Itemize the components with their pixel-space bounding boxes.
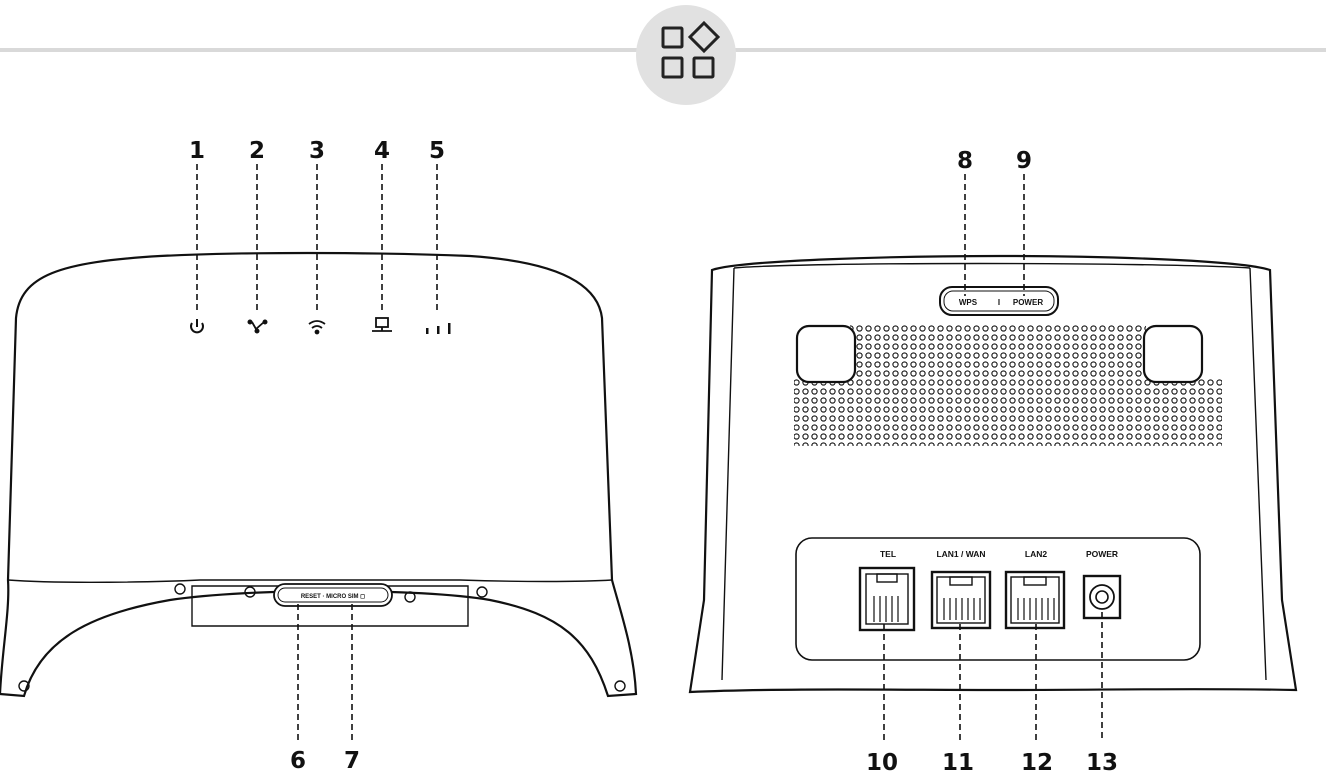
front-body [0, 251, 638, 698]
lan1-port-label: LAN1 / WAN [936, 549, 985, 559]
header [0, 5, 1326, 105]
reset-sim-slot: RESET · MICRO SIM ◻ [273, 583, 393, 607]
front-bottom-lip [7, 579, 613, 584]
back-leader-lines [883, 174, 1103, 742]
reset-sim-slot-label: RESET · MICRO SIM ◻ [301, 594, 365, 600]
lan1-wan-port[interactable] [930, 570, 992, 630]
foot-hole [18, 680, 30, 692]
callout-6: 6 [290, 748, 306, 774]
vent-grille-right-pad [1142, 324, 1204, 384]
callout-10: 10 [866, 750, 898, 776]
back-inner-edge [721, 267, 1267, 681]
network-icon [247, 319, 268, 334]
callout-3: 3 [309, 138, 325, 164]
callout-1: 1 [189, 138, 205, 164]
power-jack[interactable] [1082, 574, 1122, 620]
lan-icon [372, 317, 392, 332]
callout-5: 5 [429, 138, 445, 164]
lan2-port-label: LAN2 [1025, 549, 1047, 559]
screw-hole [476, 586, 488, 598]
wps-power-button[interactable]: WPS I POWER [939, 286, 1059, 316]
wps-label: WPS [959, 298, 978, 307]
tel-port-label: TEL [880, 549, 896, 559]
router-front-view: RESET · MICRO SIM ◻ [0, 251, 638, 698]
back-callouts: 8 9 10 11 12 13 [866, 148, 1118, 776]
router-back-view: WPS I POWER TEL LAN1 / WAN LAN2 POWER [688, 254, 1298, 694]
callout-4: 4 [374, 138, 390, 164]
screw-hole [174, 583, 186, 595]
vent-grille-left-pad [795, 324, 857, 384]
back-top-edge [733, 262, 1251, 269]
button-separator: I [998, 298, 1000, 307]
callout-9: 9 [1016, 148, 1032, 174]
callout-13: 13 [1086, 750, 1118, 776]
callout-11: 11 [942, 750, 974, 776]
power-button-label: POWER [1013, 298, 1043, 307]
callout-8: 8 [957, 148, 973, 174]
lan2-port[interactable] [1004, 570, 1066, 630]
power-port-label: POWER [1086, 549, 1118, 559]
callout-12: 12 [1021, 750, 1053, 776]
widgets-icon [661, 20, 721, 79]
tel-port[interactable] [858, 566, 916, 632]
power-icon [190, 319, 204, 334]
wifi-icon [308, 320, 326, 335]
header-badge [636, 5, 736, 105]
callout-7: 7 [344, 748, 360, 774]
front-leader-lines [196, 164, 438, 742]
screw-hole [404, 591, 416, 603]
port-panel: TEL LAN1 / WAN LAN2 POWER [795, 537, 1201, 661]
foot-hole [614, 680, 626, 692]
vent-grille [794, 324, 1222, 446]
callout-2: 2 [249, 138, 265, 164]
signal-icon [426, 323, 451, 334]
front-callouts: 1 2 3 4 5 6 7 [189, 138, 445, 774]
screw-hole [244, 586, 256, 598]
